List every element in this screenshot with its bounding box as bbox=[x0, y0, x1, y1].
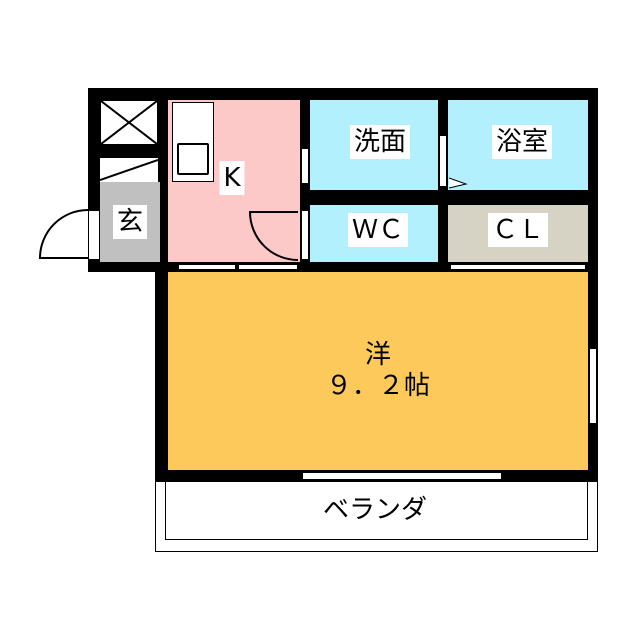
washroom-door[interactable] bbox=[301, 148, 309, 184]
entrance-label: 玄 bbox=[112, 205, 148, 239]
bathroom-door-arrow-icon bbox=[448, 177, 468, 189]
bathroom-label: 浴室 bbox=[491, 125, 553, 159]
shoe-storage bbox=[100, 100, 158, 145]
kitchen-window-2[interactable] bbox=[238, 264, 298, 270]
western-room-label: 洋 bbox=[364, 340, 392, 370]
washroom-label: 洗面 bbox=[349, 125, 411, 159]
shelf-diagonal-icon bbox=[99, 159, 159, 181]
room-side-window[interactable] bbox=[589, 348, 597, 424]
entrance-door[interactable] bbox=[88, 210, 100, 260]
balcony-label: ベランダ bbox=[322, 495, 428, 525]
toilet-door[interactable] bbox=[301, 210, 309, 260]
kitchen-door-swing-icon bbox=[248, 211, 299, 261]
balcony-rail bbox=[165, 482, 588, 540]
shelf bbox=[99, 158, 159, 182]
kitchen-window[interactable] bbox=[178, 264, 236, 270]
balcony-window[interactable] bbox=[302, 472, 502, 480]
western-room-size: ９．２帖 bbox=[325, 371, 431, 401]
storage-cross-icon bbox=[100, 100, 158, 145]
bathroom-door[interactable] bbox=[439, 135, 447, 187]
sink-icon bbox=[177, 143, 209, 175]
toilet-label: ＷＣ bbox=[347, 213, 409, 247]
closet-label: ＣＬ bbox=[487, 213, 549, 247]
closet-door[interactable] bbox=[450, 264, 586, 270]
kitchen-label: K bbox=[219, 161, 245, 195]
balcony bbox=[155, 482, 598, 552]
entrance-door-swing-icon bbox=[38, 209, 89, 259]
